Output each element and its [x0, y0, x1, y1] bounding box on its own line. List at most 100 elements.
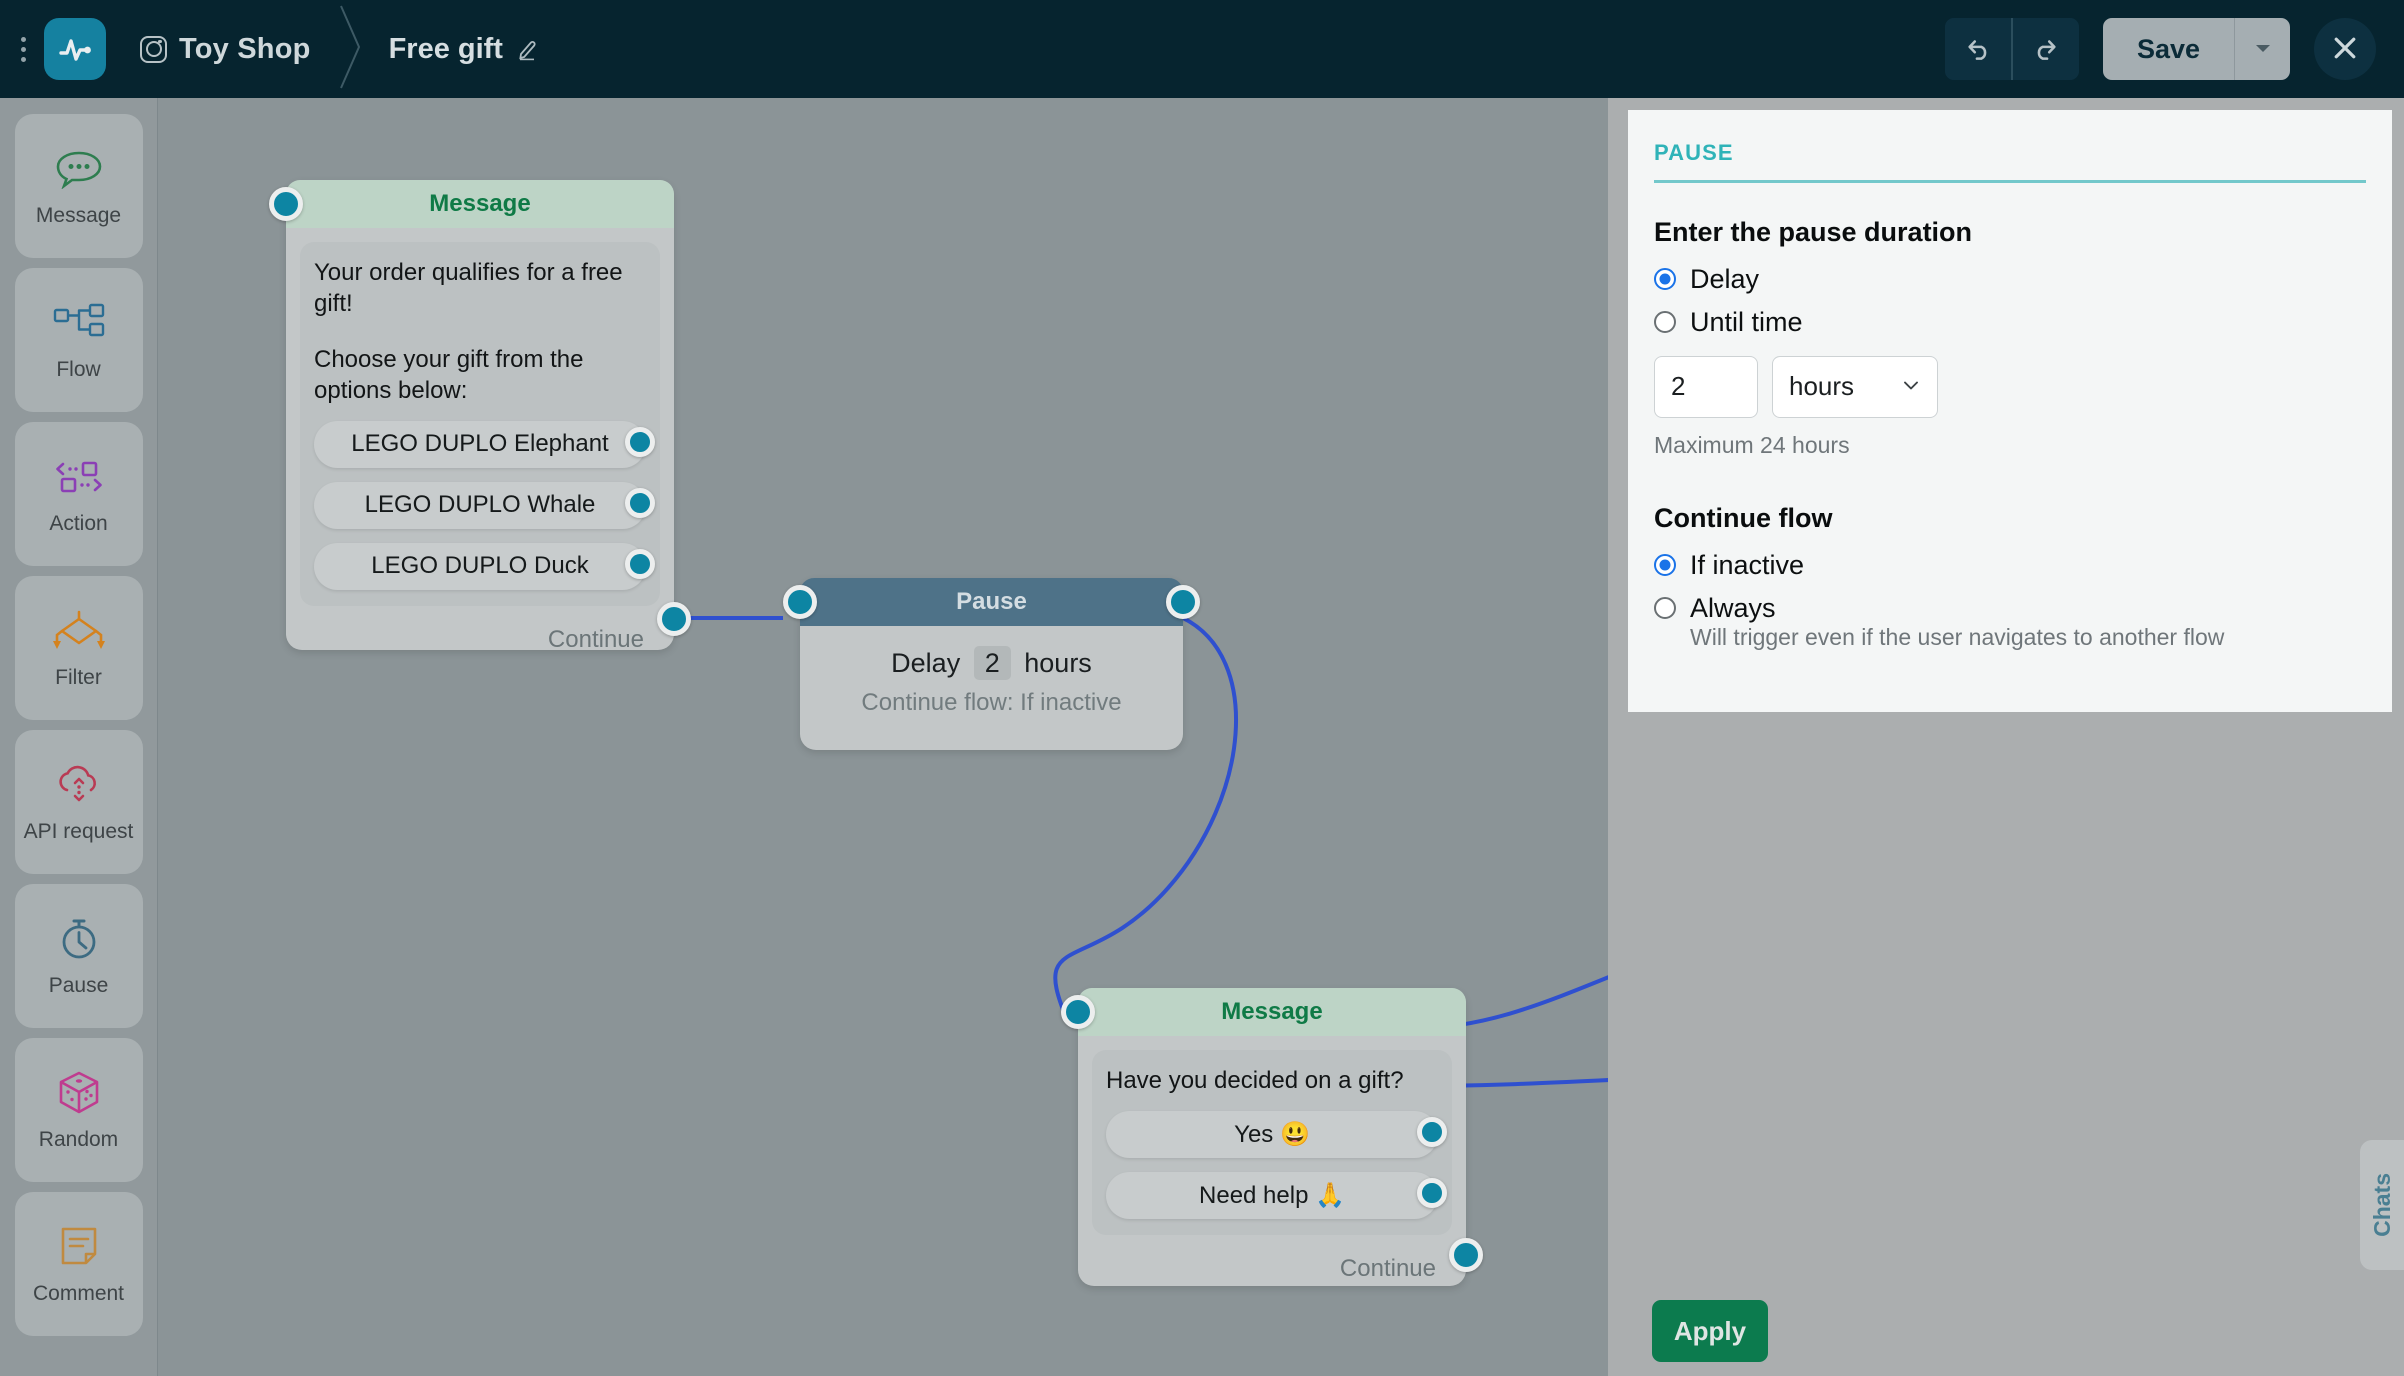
radio-option-delay[interactable]: Delay: [1654, 264, 2366, 295]
panel-title: PAUSE: [1654, 140, 1734, 165]
duration-unit-value: hours: [1789, 371, 1855, 401]
node-message-2[interactable]: Message Have you decided on a gift? Yes …: [1061, 988, 1483, 1286]
node-pause[interactable]: Pause Delay 2 hours Continue flow: If in…: [783, 578, 1200, 750]
stopwatch-icon: [56, 914, 102, 964]
message-paragraph: Your order qualifies for a free gift!: [314, 259, 623, 317]
choice-output-port[interactable]: [1417, 1177, 1447, 1208]
activity-pulse-logo[interactable]: [44, 18, 106, 80]
choice-button[interactable]: Yes 😃: [1106, 1110, 1447, 1158]
sidebar-item-label: API request: [23, 820, 134, 843]
radio-label: Until time: [1690, 306, 1803, 337]
pencil-icon[interactable]: [517, 37, 541, 61]
choice-button[interactable]: LEGO DUPLO Elephant: [314, 420, 655, 468]
sidebar-item-action[interactable]: Action: [14, 422, 143, 566]
choice-label: LEGO DUPLO Duck: [371, 552, 589, 580]
node-input-port[interactable]: [269, 187, 303, 221]
choice-button[interactable]: LEGO DUPLO Whale: [314, 481, 655, 529]
message-bubble: Have you decided on a gift? Yes 😃 Need h…: [1092, 1050, 1452, 1235]
chevron-down-icon: [2253, 38, 2273, 61]
chats-tab[interactable]: Chats: [2360, 1140, 2404, 1270]
radio-icon[interactable]: [1654, 268, 1676, 290]
radio-option-until-time[interactable]: Until time: [1654, 307, 2366, 338]
node-output-port[interactable]: [1166, 585, 1200, 619]
toolbar-divider: [2011, 18, 2013, 80]
pause-continue-flow-text: Continue flow: If inactive: [861, 689, 1122, 716]
breadcrumb-brand[interactable]: Toy Shop: [140, 33, 311, 66]
duration-amount-input[interactable]: [1654, 355, 1758, 418]
breadcrumb-separator: [337, 0, 363, 101]
pause-delay-unit: hours: [1024, 648, 1092, 678]
radio-icon[interactable]: [1654, 554, 1676, 576]
continue-flow-heading: Continue flow: [1654, 502, 1833, 533]
sidebar-item-label: Flow: [56, 358, 101, 381]
action-arrows-icon: [53, 452, 105, 502]
node-title: Message: [429, 190, 531, 217]
node-header: Pause: [800, 578, 1183, 626]
undo-button[interactable]: [1945, 18, 2012, 80]
note-comment-icon: [57, 1222, 101, 1272]
choice-button[interactable]: LEGO DUPLO Duck: [314, 542, 655, 590]
continue-row: Continue: [1078, 1238, 1483, 1299]
brand-name: Toy Shop: [179, 32, 311, 65]
sidebar-item-label: Action: [49, 512, 108, 535]
node-title: Pause: [956, 588, 1027, 615]
radio-label: Delay: [1690, 263, 1760, 294]
choice-output-port[interactable]: [625, 487, 655, 518]
choice-output-port[interactable]: [1417, 1116, 1447, 1147]
topbar-actions: Save: [1945, 18, 2376, 80]
continue-output-port[interactable]: [657, 602, 691, 636]
sidebar-item-comment[interactable]: Comment: [14, 1192, 143, 1336]
message-paragraph: Choose your gift from the options below:: [314, 346, 584, 405]
node-message-1[interactable]: Message Your order qualifies for a free …: [269, 180, 691, 653]
choice-label: Yes 😃: [1234, 1120, 1310, 1148]
top-bar: Toy Shop Free gift: [0, 0, 2404, 98]
flow-tree-icon: [52, 298, 106, 348]
node-input-port[interactable]: [783, 585, 817, 619]
radio-option-always[interactable]: Always: [1654, 593, 2366, 624]
choice-output-port[interactable]: [625, 548, 655, 579]
radio-label: If inactive: [1690, 549, 1805, 580]
breadcrumb-flow[interactable]: Free gift: [389, 33, 541, 66]
sidebar-item-filter[interactable]: Filter: [14, 576, 143, 720]
apply-button[interactable]: Apply: [1652, 1300, 1768, 1362]
pause-summary: Delay 2 hours Continue flow: If inactive: [800, 626, 1183, 717]
choice-output-port[interactable]: [625, 426, 655, 457]
sidebar-item-label: Pause: [48, 974, 109, 997]
continue-label: Continue: [1339, 1254, 1436, 1282]
kebab-menu-icon[interactable]: [6, 0, 40, 98]
redo-button[interactable]: [2012, 18, 2079, 80]
sidebar-item-api-request[interactable]: API request: [14, 730, 143, 874]
pause-settings-panel: PAUSE Enter the pause duration Delay Unt…: [1628, 110, 2392, 712]
flow-name: Free gift: [388, 32, 503, 65]
save-group: Save: [2102, 18, 2290, 80]
duration-unit-select[interactable]: hours: [1772, 355, 1938, 418]
dice-cube-icon: [56, 1068, 102, 1118]
undo-redo-group: [1945, 18, 2079, 80]
filter-diamond-icon: [50, 606, 108, 656]
always-hint: Will trigger even if the user navigates …: [1690, 623, 2225, 650]
node-input-port[interactable]: [1061, 995, 1095, 1029]
sidebar-item-message[interactable]: Message: [14, 114, 143, 258]
sidebar-item-label: Comment: [32, 1282, 125, 1305]
left-sidebar: Message Flow Action: [0, 98, 158, 1376]
instagram-icon: [140, 35, 167, 63]
sidebar-item-flow[interactable]: Flow: [14, 268, 143, 412]
node-title: Message: [1221, 998, 1323, 1025]
choice-button[interactable]: Need help 🙏: [1106, 1171, 1447, 1219]
speech-bubble-icon: [54, 144, 104, 194]
message-bubble: Your order qualifies for a free gift! Ch…: [300, 242, 660, 606]
continue-label: Continue: [547, 625, 644, 653]
continue-output-port[interactable]: [1449, 1238, 1483, 1272]
save-button[interactable]: Save: [2102, 18, 2234, 80]
pause-delay-value: 2: [973, 646, 1011, 680]
radio-icon[interactable]: [1654, 597, 1676, 619]
close-button[interactable]: [2314, 18, 2376, 80]
message-paragraph: Have you decided on a gift?: [1106, 1067, 1404, 1094]
radio-option-if-inactive[interactable]: If inactive: [1654, 550, 2366, 581]
sidebar-item-pause[interactable]: Pause: [14, 884, 143, 1028]
sidebar-item-random[interactable]: Random: [14, 1038, 143, 1182]
max-duration-hint: Maximum 24 hours: [1654, 431, 1850, 458]
save-dropdown-button[interactable]: [2234, 18, 2290, 80]
radio-icon[interactable]: [1654, 311, 1676, 333]
continue-row: Continue: [286, 602, 691, 670]
